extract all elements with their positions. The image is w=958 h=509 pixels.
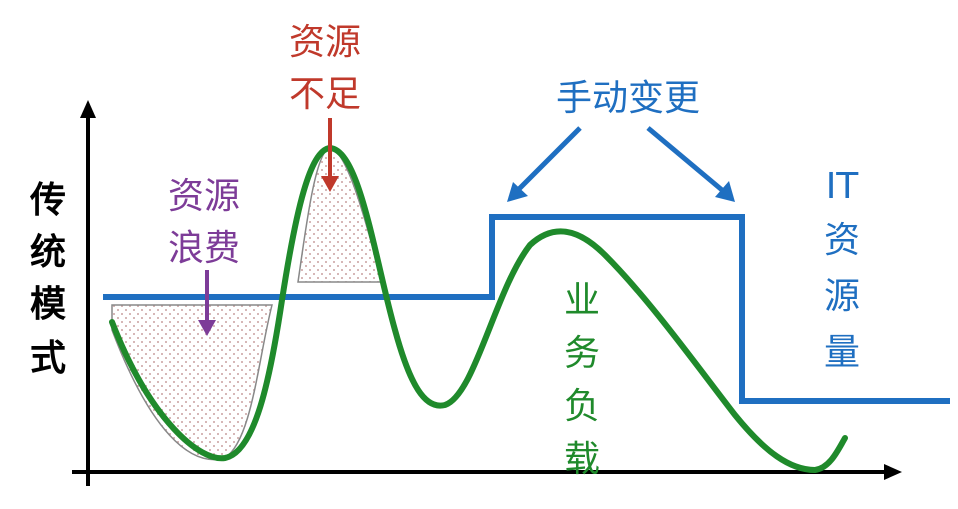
workload-label: 业 务 负 载 [564,280,600,480]
it-resource-label-line: 源 [824,276,860,317]
workload-curve [109,144,848,474]
workload-label-line: 负 [564,386,600,427]
side-title-char: 模 [30,284,66,325]
side-title-char: 统 [30,232,66,273]
manual-change-label: 手动变更 [556,78,700,119]
shortage-label-line: 不足 [289,74,361,115]
shortage-arrow-head-icon [321,176,339,192]
manual-change-arrow-left-head-icon [507,182,528,202]
waste-label-line: 浪费 [168,228,240,269]
it-resource-label-line: IT [826,166,860,207]
side-title: 传 统 模 式 [29,180,66,379]
workload-label-line: 务 [564,333,600,374]
manual-change-arrow-left [516,126,582,192]
side-title-char: 传 [29,180,66,221]
side-title-char: 式 [30,338,66,379]
waste-label: 资源 浪费 [168,176,240,269]
it-resource-line [103,214,950,404]
workload-label-line: 载 [564,439,600,480]
waste-label-line: 资源 [168,176,240,217]
x-axis-arrow-icon [884,464,902,480]
manual-change-arrow-right [646,126,724,192]
shortage-label-line: 资源 [289,22,361,63]
it-resource-label: IT 资 源 量 [824,166,860,373]
y-axis-arrow-icon [80,100,96,118]
it-resource-label-line: 量 [824,332,860,373]
it-resource-label-line: 资 [824,220,860,261]
workload-label-line: 业 [564,280,600,321]
waste-arrow-head-icon [198,320,216,336]
shortage-label: 资源 不足 [289,22,361,115]
manual-change-arrow-right-head-icon [715,181,735,202]
